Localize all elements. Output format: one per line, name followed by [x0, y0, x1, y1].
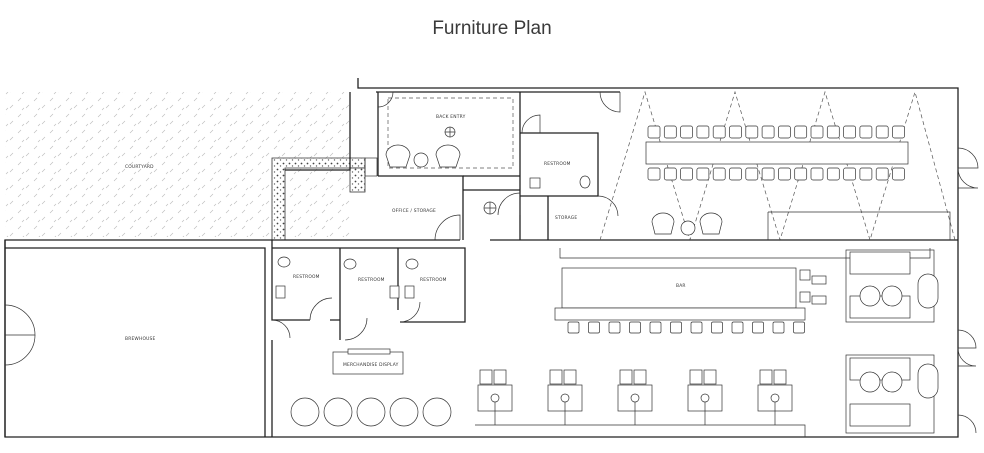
- event-space: EVENT SPACE: [599, 90, 956, 242]
- booth-seat: [703, 369, 717, 385]
- event-chair: [745, 125, 759, 139]
- merchandise-display: MERCHANDISE DISPLAY: [332, 348, 404, 375]
- bar-stool: [629, 321, 641, 334]
- event-chair: [859, 167, 873, 181]
- event-chair: [712, 125, 726, 139]
- brew-tank: [356, 397, 386, 427]
- brewhouse-label: BREWHOUSE: [125, 336, 156, 342]
- event-chair: [745, 167, 759, 181]
- booth-tables: [477, 369, 793, 425]
- bar-stool: [588, 321, 600, 334]
- booth-seat: [549, 369, 563, 385]
- merchandise-label: MERCHANDISE DISPLAY: [343, 362, 399, 368]
- bar-stool: [649, 321, 662, 334]
- right-entry-doors: [957, 147, 979, 434]
- back-entry-label: BACK ENTRY: [436, 114, 466, 120]
- booth-seat: [563, 369, 577, 385]
- plan-title: Furniture Plan: [432, 18, 552, 39]
- restrooms-row: RESTROOM RESTROOM RESTROOM: [271, 240, 466, 437]
- event-chair: [810, 125, 824, 139]
- bar-stool: [608, 321, 621, 334]
- bar-stool: [567, 321, 580, 334]
- brew-tank: [389, 397, 419, 427]
- booth-seat: [619, 369, 633, 385]
- event-chair: [696, 167, 710, 181]
- event-chair: [712, 167, 726, 181]
- back-entry-room: BACK ENTRY: [377, 91, 520, 177]
- booth-seat: [689, 369, 703, 385]
- bar-stool: [731, 321, 744, 334]
- bar-stool: [711, 321, 723, 334]
- event-chair: [663, 125, 677, 139]
- event-chair: [892, 167, 905, 181]
- restroom-top-label: RESTROOM: [544, 161, 571, 167]
- bar-stool: [793, 321, 805, 334]
- event-chair: [826, 125, 840, 139]
- bar-stool: [690, 321, 703, 334]
- event-chair: [892, 125, 905, 139]
- event-chair: [875, 125, 889, 139]
- restroom-top: RESTROOM STORAGE: [483, 91, 621, 240]
- event-chair: [810, 167, 824, 181]
- event-chair: [875, 167, 889, 181]
- event-chair: [794, 125, 808, 139]
- event-chair: [778, 167, 791, 181]
- event-chair: [778, 125, 791, 139]
- event-chair: [826, 167, 840, 181]
- event-chair: [761, 167, 775, 181]
- office-storage-room: OFFICE / STORAGE: [378, 175, 520, 241]
- booth-seat: [633, 369, 647, 385]
- event-chair: [680, 125, 693, 139]
- bar-stool: [752, 321, 764, 334]
- event-table-top: [645, 141, 909, 165]
- booth-seat: [773, 369, 787, 385]
- event-chair: [696, 125, 710, 139]
- brew-tank: [323, 397, 353, 427]
- event-chair: [647, 125, 661, 139]
- restroom-1-label: RESTROOM: [293, 274, 320, 280]
- bar-stool: [670, 321, 682, 334]
- armchair: [385, 144, 461, 168]
- event-chair: [843, 167, 856, 181]
- event-chair: [680, 167, 693, 181]
- bar-label: BAR: [676, 283, 686, 289]
- bar-area: BAR: [554, 248, 931, 334]
- event-chair: [663, 167, 677, 181]
- office-storage-label: OFFICE / STORAGE: [392, 208, 436, 214]
- bar-stools: [567, 321, 805, 334]
- planter-end: [349, 167, 366, 193]
- booth-seat: [493, 369, 507, 385]
- brew-tank: [422, 397, 452, 427]
- restroom-3-label: RESTROOM: [420, 277, 447, 283]
- event-chair: [843, 125, 856, 139]
- brew-tank: [290, 397, 320, 427]
- event-chair: [729, 125, 742, 139]
- storage-label: STORAGE: [555, 215, 577, 221]
- restroom-2-label: RESTROOM: [358, 277, 385, 283]
- lounge-table-upper: [845, 249, 939, 323]
- event-chair: [647, 167, 661, 181]
- event-chair: [859, 125, 873, 139]
- event-chair: [761, 125, 775, 139]
- courtyard-label: COURTYARD: [125, 164, 154, 170]
- exterior-walls: [4, 78, 959, 438]
- lounge-chairs: [651, 212, 723, 236]
- lounge-table-lower: [845, 354, 939, 434]
- brewhouse-room: BREWHOUSE: [4, 247, 266, 437]
- event-table: [645, 125, 909, 181]
- event-chair: [794, 167, 808, 181]
- event-chair: [729, 167, 742, 181]
- brew-tanks: [290, 397, 452, 427]
- booth-seat: [479, 369, 493, 385]
- booth-seat: [759, 369, 773, 385]
- bar-stool: [772, 321, 785, 334]
